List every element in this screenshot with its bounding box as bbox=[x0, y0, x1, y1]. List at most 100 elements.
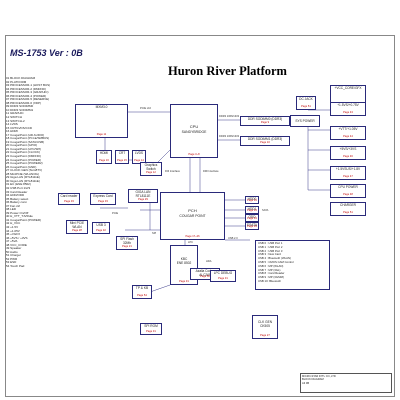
bus-label-pcie-gfx: PCIE x16 bbox=[140, 107, 151, 110]
hdmi-label: HDMI bbox=[99, 151, 109, 155]
vtt-page: Page 44 bbox=[343, 135, 353, 138]
odd-block: ODD Page 34 bbox=[245, 214, 259, 222]
hdmi-page: Page 16 bbox=[99, 159, 109, 162]
spi-rom-page: Page 31 bbox=[146, 330, 156, 333]
sys-power-label: SYS POWER bbox=[295, 119, 315, 123]
toc-entry: 27 CLOCK GEN (SLG8TV) bbox=[6, 168, 43, 173]
card-reader-page: Page 33 bbox=[64, 200, 74, 203]
bus-label-usb: USB 2.0 bbox=[228, 237, 238, 240]
toc-entry: 11 GRAPHIC bbox=[6, 111, 24, 116]
toc-entry: 49 Speaker bbox=[6, 246, 22, 251]
toc-entry: 48 VCC_CORE bbox=[6, 242, 27, 247]
dc-jack-label: DC JACK bbox=[299, 97, 313, 101]
mxm-label: MXM3.0 bbox=[95, 105, 108, 109]
crt-label: CRT bbox=[118, 151, 126, 155]
spi-rom-label: SPI ROM bbox=[144, 324, 158, 328]
toc-entry: 17 CougarPoint (HD AUDIO) bbox=[6, 132, 45, 137]
ddr1-page: Page 10 bbox=[260, 141, 270, 144]
toc-entry: 13 SWITCH-2 bbox=[6, 118, 25, 123]
hdmi-block: HDMI Page 16 bbox=[96, 150, 112, 164]
toc-entry: 10 DDR3 SODIMM1 bbox=[6, 107, 34, 112]
ddr0-block: DDR SODIMM0 (DDR3) Page 9 bbox=[240, 116, 290, 126]
odd-label: ODD bbox=[248, 215, 256, 219]
lpc-debug-block: LPC DEBUG Page 31 bbox=[210, 270, 236, 282]
spi-rom-block: SPI ROM Page 31 bbox=[140, 323, 162, 335]
lvds-label: LVDS bbox=[134, 151, 144, 155]
toc-entry: 35 Battery select bbox=[6, 196, 29, 201]
cpu-power-label: CPU POWER bbox=[338, 185, 358, 189]
bus-label-ddr-b: DDR3 1066/1333 bbox=[219, 135, 240, 138]
toc-entry: 05 PROCESSOR-3 (GRAPHIC) bbox=[6, 90, 49, 95]
card-reader-block: Card reader Page 33 bbox=[58, 193, 80, 205]
giga-lan-block: GIGA LAN RTL8111E Page 29 bbox=[128, 189, 158, 203]
toc-entry: 34 HDD/ODD bbox=[6, 193, 25, 198]
toc-entry: 06 PROCESSOR-4 (POWER) bbox=[6, 93, 47, 98]
crt-block: CRT Page 15 bbox=[115, 150, 129, 164]
usb-port-entry: USB 0 : USB Port 1 bbox=[258, 241, 283, 245]
hdd0-label: HDD0 bbox=[247, 197, 257, 201]
giga-lan-label: GIGA LAN RTL8111E bbox=[135, 190, 151, 198]
toc-entry: 04 PROCESSOR-2 (DMI/FDI) bbox=[6, 86, 47, 91]
toc-entry: 32 USB Port 1/2/3 bbox=[6, 185, 31, 190]
express-card-label: Express Card bbox=[93, 194, 113, 198]
charger-block: CHARGER Page 51 bbox=[330, 202, 366, 216]
toc-entry: 46 +5VS / +3VS bbox=[6, 235, 28, 240]
toc-entry: 12 SWITCH bbox=[6, 115, 23, 120]
usb3-block: USB 3 Page 32 bbox=[92, 222, 110, 234]
odd-page: Page 34 bbox=[247, 217, 257, 220]
bus-label-fdi: FDI Interface bbox=[165, 170, 180, 173]
graphics-switch-block: Graphics Switch Page 12 bbox=[140, 162, 162, 176]
toc-entry: 09 DDR3 SODIMM0 bbox=[6, 104, 34, 109]
v5v3-label: +5VS/+3VS bbox=[339, 147, 357, 151]
ec-label-2: ENE 8502 bbox=[176, 261, 192, 265]
esata-block: ESATA Page 34 bbox=[245, 222, 259, 230]
usb-port-entry: USB 8 : Card Reader bbox=[258, 271, 285, 276]
esata-label: ESATA bbox=[247, 223, 257, 227]
toc-entry: 25 CougarPoint (POWER2) bbox=[6, 161, 43, 166]
hdd1-block: HDD1 Page 34 bbox=[245, 206, 259, 214]
toc-entry: 39 Power On/Off bbox=[6, 210, 29, 215]
cpu-block: CPU SANDYBRIDGE Page 3~8 bbox=[170, 104, 218, 158]
toc-entry: 52 PWR bbox=[6, 256, 18, 261]
toc-entry: 16 HDMI bbox=[6, 129, 18, 134]
bus-label-dmi: DMI Interface bbox=[203, 170, 219, 173]
usb-port-entry: USB 4 : Bluetooth (WLAN) bbox=[258, 256, 291, 261]
ec-page: Page 31 bbox=[179, 280, 189, 283]
vtt-label: +VTT/+1.05V bbox=[338, 127, 358, 131]
sys-power-block: SYS POWER bbox=[290, 115, 320, 127]
bus-label-hda: HDA bbox=[206, 260, 212, 263]
toc-entry: 02 PLATFORM bbox=[6, 79, 27, 84]
toc-entry: 54 Touch Pad bbox=[6, 263, 25, 268]
toc-entry: 44 +1.05V bbox=[6, 228, 20, 233]
toc-entry: 31 EC (ENE 8502) bbox=[6, 182, 31, 187]
toc-entry: 50 Audio bbox=[6, 249, 18, 254]
toc-entry: 41 CougarPoint (POWER) bbox=[6, 217, 42, 222]
usb3-page: Page 32 bbox=[96, 229, 106, 232]
pch-label: PCH bbox=[188, 208, 197, 213]
clock-gen-page: Page 27 bbox=[260, 334, 270, 337]
toc-entry: 03 PROCESSOR-1 (HOST BUS) bbox=[6, 83, 51, 88]
model-title: MS-1753 Ver : 0B bbox=[10, 48, 83, 58]
toc-entry: 28 MiniPCIE (WLAN/3G) bbox=[6, 171, 40, 176]
toc-entry: 47 +5VA bbox=[6, 239, 18, 244]
lvds-page: Page 14 bbox=[134, 159, 144, 162]
v5v3-page: Page 46 bbox=[343, 155, 353, 158]
bus-label-lpc: LPC bbox=[188, 241, 194, 244]
lvds-block: LVDS Page 14 bbox=[132, 150, 146, 164]
spi-flash-block: SPI Flash 32Mb Page 21 bbox=[116, 236, 138, 250]
hdd1-label: HDD1 bbox=[247, 207, 257, 211]
toc-entry: 14 LVDS bbox=[6, 122, 18, 127]
toc-entry: 08 PROCESSOR-6 (XDP) bbox=[6, 100, 42, 105]
v15-block: +1.5VS/+0.75V Page 43 bbox=[330, 102, 366, 116]
audio-label: Azalia Codec ALC269 bbox=[195, 269, 215, 277]
usb-port-entry: USB 1 : USB Port 2 bbox=[258, 244, 283, 249]
giga-lan-page: Page 29 bbox=[138, 198, 148, 201]
toc-entry: 53 ESD bbox=[6, 260, 17, 265]
usb-port-entry: USB 2 : USB Port 3 bbox=[258, 248, 283, 253]
graphics-switch-label: Graphics Switch bbox=[144, 163, 158, 171]
minipcie-page: Page 28 bbox=[72, 229, 82, 232]
lpc-debug-label: LPC DEBUG bbox=[213, 271, 233, 275]
platform-title: Huron River Platform bbox=[168, 64, 287, 78]
title-block-company: MICRO-STAR INT'L CO.,LTD bbox=[302, 375, 336, 378]
